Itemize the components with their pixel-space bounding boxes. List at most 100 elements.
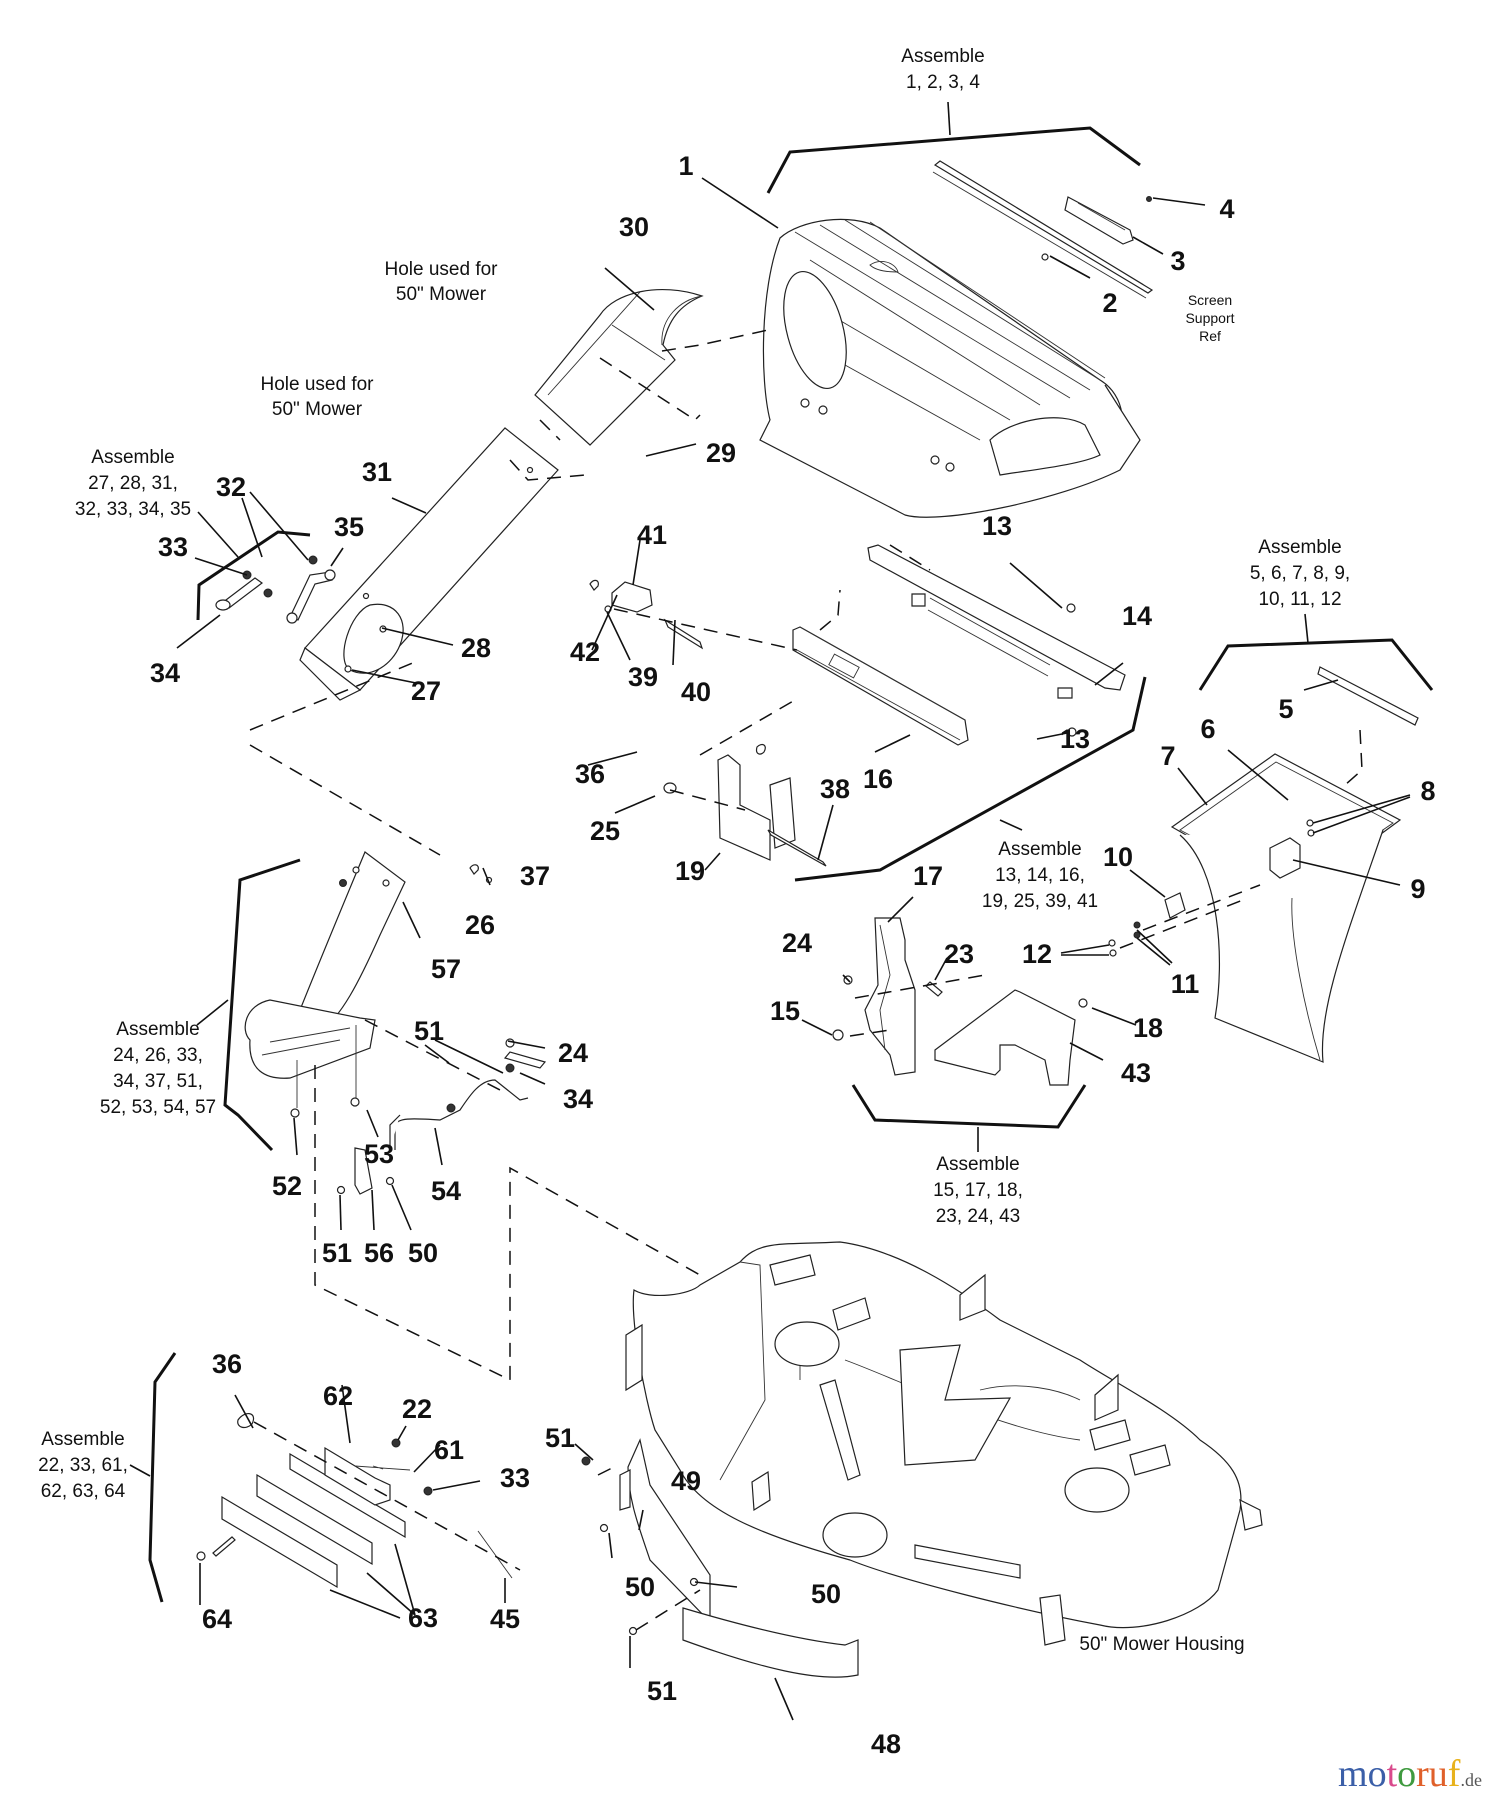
part-number-13: 13 [1060, 724, 1090, 754]
part-number-57: 57 [431, 954, 461, 984]
assembly-note: Assemble 1, 2, 3, 4 [901, 46, 984, 93]
leader-lines [176, 177, 1411, 1721]
brace-assembly-5 [223, 858, 301, 1152]
assembly-note-line: 5, 6, 7, 8, 9, [1250, 563, 1350, 584]
part-number-50: 50 [408, 1238, 438, 1268]
part-number-35: 35 [334, 512, 364, 542]
brace-assembly-2 [196, 530, 311, 621]
screen-support-drawing [932, 160, 1154, 299]
part-number-6: 6 [1200, 714, 1215, 744]
part-number-28: 28 [461, 633, 491, 663]
callout-note-line: 50" Mower [272, 399, 363, 420]
part-number-4: 4 [1219, 194, 1234, 224]
assembly-braces [129, 101, 1434, 1603]
watermark-letter: r [1416, 1753, 1429, 1795]
part-number-23: 23 [944, 939, 974, 969]
part-number-49: 49 [671, 1466, 701, 1496]
chute-upper-drawing [534, 289, 704, 446]
part-number-27: 27 [411, 676, 441, 706]
callout-note-line: Ref [1199, 328, 1221, 344]
part-number-labels: 1234567891011121313141516171819222324242… [150, 151, 1436, 1759]
callout-note-line: Screen [1188, 292, 1232, 308]
part-number-54: 54 [431, 1176, 461, 1206]
latch-hardware-drawing [215, 555, 336, 624]
brace-assembly-6 [851, 1084, 1087, 1129]
chute-lower-drawing [299, 427, 559, 701]
part-number-51: 51 [647, 1676, 677, 1706]
part-number-50: 50 [625, 1572, 655, 1602]
part-drawings [196, 160, 1419, 1678]
part-number-9: 9 [1410, 874, 1425, 904]
callout-note-line: 50" Mower [396, 284, 487, 305]
part-number-48: 48 [871, 1729, 901, 1759]
part-number-16: 16 [863, 764, 893, 794]
part-number-51: 51 [322, 1238, 352, 1268]
watermark-letter: m [1338, 1753, 1368, 1795]
part-number-1: 1 [678, 151, 693, 181]
watermark-logo: motoruf.de [1338, 1752, 1482, 1796]
assembly-note-line: 22, 33, 61, [38, 1455, 128, 1476]
part-number-18: 18 [1133, 1013, 1163, 1043]
part-number-7: 7 [1160, 741, 1175, 771]
callout-note-line: 50" Mower Housing [1079, 1634, 1244, 1655]
brace-assembly-3 [1198, 638, 1434, 691]
part-number-42: 42 [570, 637, 600, 667]
part-number-11: 11 [1171, 969, 1200, 999]
part-number-8: 8 [1420, 776, 1435, 806]
part-number-45: 45 [490, 1604, 520, 1634]
part-number-52: 52 [272, 1171, 302, 1201]
part-number-24: 24 [782, 928, 812, 958]
part-number-63: 63 [408, 1603, 438, 1633]
part-number-26: 26 [465, 910, 495, 940]
assembly-note-line: 34, 37, 51, [113, 1071, 203, 1092]
assembly-note-line: 52, 53, 54, 57 [100, 1097, 216, 1118]
assembly-note-line: Assemble [91, 447, 174, 468]
part-number-39: 39 [628, 662, 658, 692]
assembly-note-line: 1, 2, 3, 4 [906, 72, 980, 93]
part-number-10: 10 [1103, 842, 1133, 872]
callout-note: 50" Mower Housing [1079, 1634, 1244, 1655]
mower-housing-drawing [625, 1241, 1263, 1646]
part-number-3: 3 [1170, 246, 1185, 276]
part-number-30: 30 [619, 212, 649, 242]
assembly-note-line: Assemble [936, 1154, 1019, 1175]
assembly-note-line: 23, 24, 43 [936, 1206, 1021, 1227]
assembly-note-line: Assemble [998, 839, 1081, 860]
assembly-note-line: 10, 11, 12 [1258, 589, 1341, 610]
assembly-note-line: 19, 25, 39, 41 [982, 891, 1098, 912]
part-number-34: 34 [563, 1084, 593, 1114]
assembly-note-line: Assemble [41, 1429, 124, 1450]
callout-note-line: Hole used for [384, 259, 498, 280]
part-number-36: 36 [575, 759, 605, 789]
watermark-letter: u [1428, 1753, 1448, 1795]
part-number-51: 51 [545, 1423, 575, 1453]
discharge-chute-drawing [244, 851, 493, 1079]
part-number-61: 61 [434, 1435, 464, 1465]
watermark-letter: o [1397, 1753, 1417, 1795]
part-number-38: 38 [820, 774, 850, 804]
baffle-drawing [581, 1438, 859, 1678]
part-number-43: 43 [1121, 1058, 1151, 1088]
assembly-note-line: 27, 28, 31, [88, 473, 178, 494]
part-number-50: 50 [811, 1579, 841, 1609]
weight-kit-drawing [196, 1413, 513, 1589]
part-number-29: 29 [706, 438, 736, 468]
part-number-33: 33 [500, 1463, 530, 1493]
assembly-note-line: Assemble [901, 46, 984, 67]
part-number-51: 51 [414, 1016, 444, 1046]
part-number-2: 2 [1102, 288, 1117, 318]
part-number-15: 15 [770, 996, 800, 1026]
brace-assembly-4 [794, 676, 1147, 882]
brace-assembly-7 [148, 1352, 177, 1603]
part-number-53: 53 [364, 1139, 394, 1169]
part-number-62: 62 [323, 1381, 353, 1411]
